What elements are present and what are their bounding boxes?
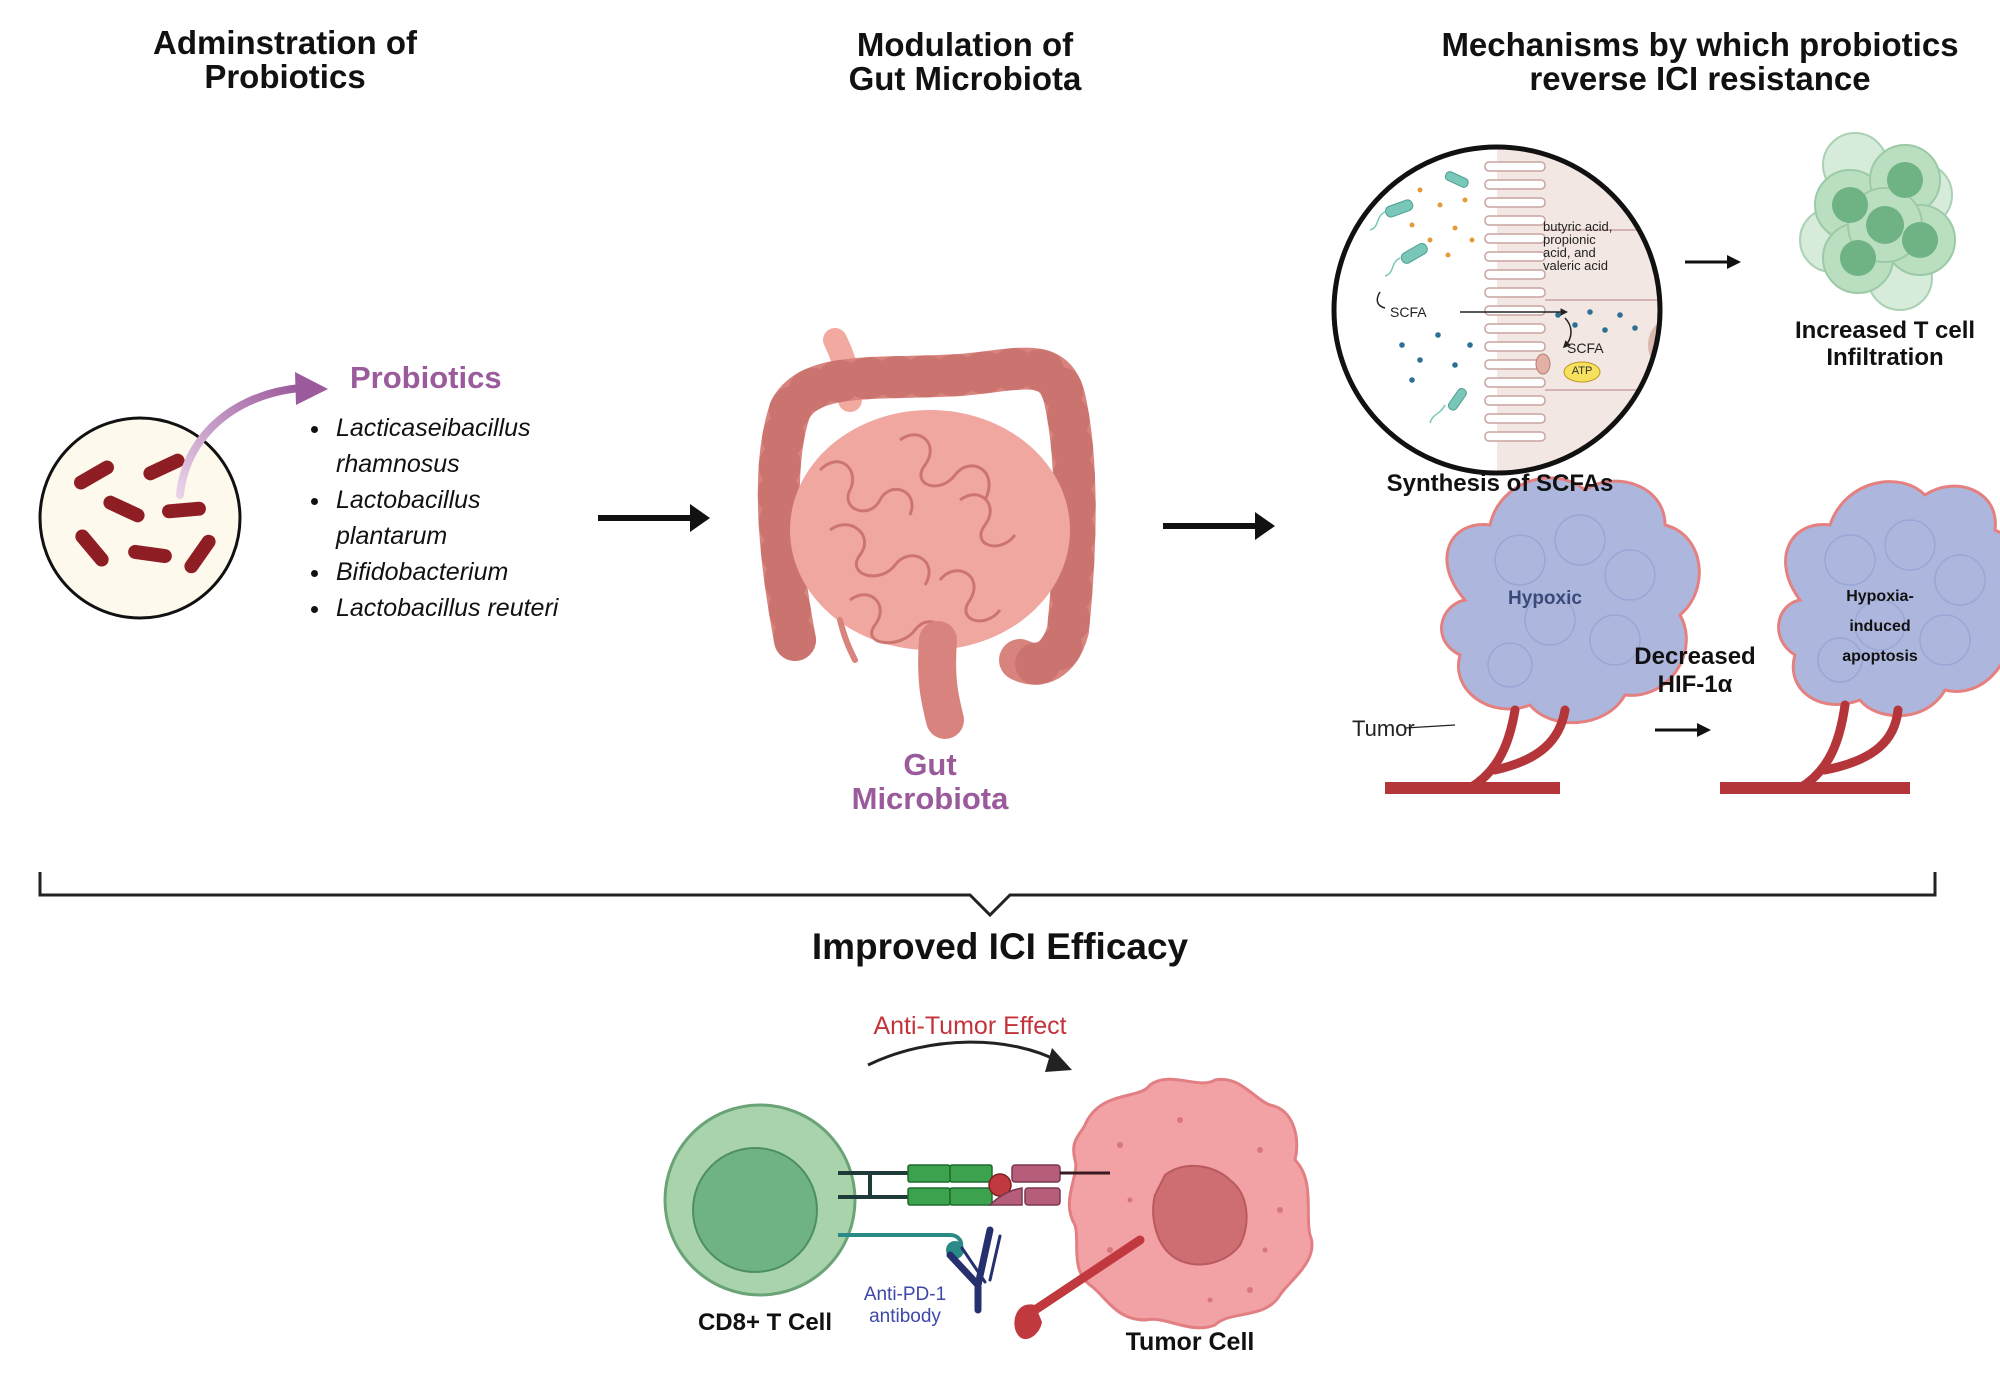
gut-label: Gut Microbiota	[810, 748, 1050, 816]
acid-item: acid, and	[1543, 245, 1596, 260]
curved-arrow-icon	[176, 384, 304, 499]
apoptosis-label: Hypoxia- induced apoptosis	[1830, 582, 1930, 672]
hypoxic-tumor-icon	[1385, 476, 1701, 794]
efficacy-title: Improved ICI Efficacy	[811, 926, 1189, 967]
decreased-hif-label: Decreased HIF-1α	[1620, 643, 1770, 699]
scfa-label-inner: SCFA	[1567, 340, 1604, 356]
apoptotic-tumor-icon	[1720, 480, 2000, 794]
header-modulation-line2: Gut Microbiota	[848, 60, 1082, 97]
anti-tumor-label: Anti-Tumor Effect	[873, 1012, 1067, 1040]
decreased-line1: Decreased	[1634, 643, 1756, 670]
arrow-icon	[1685, 255, 1741, 269]
t-cell-cluster-icon	[1799, 132, 1956, 311]
tumor-cell-icon	[1067, 1077, 1314, 1330]
tumor-nucleus-icon	[1152, 1164, 1248, 1266]
bracket-icon	[38, 872, 1937, 918]
scfa-caption: Synthesis of SCFAs	[1386, 470, 1614, 497]
scfa-circle-icon	[1331, 144, 1663, 476]
bacteria-icon	[74, 453, 216, 574]
probiotics-title: Probiotics	[350, 360, 502, 395]
antibody-icon	[946, 1226, 1002, 1314]
effector-molecule-icon	[1014, 1235, 1145, 1340]
gut-label-line1: Gut	[903, 747, 957, 782]
cd8-label: CD8+ T Cell	[697, 1309, 833, 1336]
acid-list: butyric acid, propionic acid, and valeri…	[1543, 220, 1663, 272]
t-cell-label-line1: Increased T cell	[1794, 317, 1976, 344]
acid-item: butyric acid,	[1543, 219, 1613, 234]
apoptosis-line2: induced	[1849, 618, 1911, 635]
apoptosis-line1: Hypoxia-	[1846, 588, 1914, 605]
scfa-label: SCFA	[1390, 304, 1427, 320]
header-modulation: Modulation of Gut Microbiota	[775, 28, 1155, 96]
gut-label-line2: Microbiota	[851, 781, 1009, 816]
strain-item: Lactobacillus plantarum	[332, 482, 592, 554]
t-cell-infiltration-label: Increased T cell Infiltration	[1760, 317, 2000, 371]
hypoxic-label: Hypoxic	[1508, 588, 1582, 609]
petri-dish-icon	[38, 372, 328, 620]
arrow-icon	[598, 504, 710, 532]
atp-label: ATP	[1571, 365, 1593, 377]
strain-item: Lactobacillus reuteri	[332, 590, 592, 626]
arrow-icon	[1655, 723, 1711, 737]
receptor-complex-icon	[838, 1164, 1110, 1259]
tumor-label: Tumor	[1352, 716, 1415, 741]
antibody-line2: antibody	[869, 1306, 941, 1327]
decreased-line2: HIF-1α	[1657, 671, 1733, 698]
strain-list: Lacticaseibacillus rhamnosus Lactobacill…	[300, 410, 592, 626]
header-administration: Adminstration of Probiotics	[95, 26, 475, 94]
arrow-icon	[1163, 512, 1275, 540]
header-modulation-line1: Modulation of	[856, 26, 1074, 63]
cd8-t-cell-icon	[663, 1103, 857, 1297]
strain-item: Lacticaseibacillus rhamnosus	[332, 410, 592, 482]
header-mechanisms: Mechanisms by which probiotics reverse I…	[1410, 28, 1990, 96]
header-administration-line1: Adminstration of	[153, 24, 417, 61]
header-administration-line2: Probiotics	[204, 58, 366, 95]
antibody-label: Anti-PD-1 antibody	[850, 1284, 960, 1328]
header-mechanisms-line1: Mechanisms by which probiotics	[1441, 26, 1959, 63]
strain-item: Bifidobacterium	[332, 554, 592, 590]
header-mechanisms-line2: reverse ICI resistance	[1529, 60, 1871, 97]
antibody-line1: Anti-PD-1	[863, 1284, 947, 1305]
t-cell-label-line2: Infiltration	[1826, 344, 1944, 371]
acid-item: valeric acid	[1543, 258, 1609, 273]
tumor-pointer-line	[1404, 724, 1456, 729]
apoptosis-line3: apoptosis	[1842, 648, 1918, 665]
acid-item: propionic	[1543, 232, 1596, 247]
curved-arrow-icon	[867, 1040, 1061, 1067]
gut-icon	[757, 328, 1096, 739]
tumor-cell-label: Tumor Cell	[1125, 1328, 1255, 1356]
